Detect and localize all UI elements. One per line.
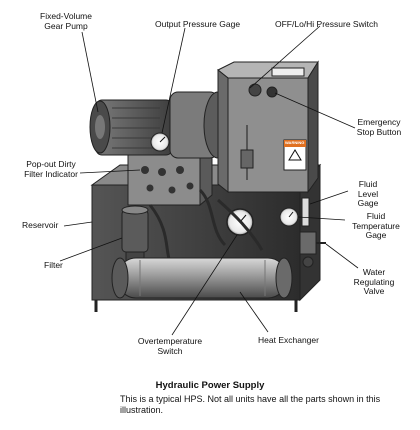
label-pressure-switch: OFF/Lo/Hi Pressure Switch — [275, 19, 378, 29]
warning-sticker — [283, 139, 307, 171]
filter-canister — [121, 205, 149, 263]
heat-exchanger — [111, 257, 293, 299]
label-filter-indicator: Pop-out Dirty Filter Indicator — [12, 159, 90, 179]
label-filter: Filter — [44, 260, 63, 270]
label-gear-pump: Fixed-Volume Gear Pump — [26, 11, 106, 31]
water-regulating-valve — [299, 231, 326, 268]
warning-sticker-text: WARNING — [285, 140, 305, 145]
label-reservoir: Reservoir — [22, 220, 59, 230]
label-water-valve-line2: Regulating — [353, 276, 395, 287]
label-overtemp-line2: Switch — [157, 345, 183, 356]
label-fluid-temperature-gage: Fluid Temperature Gage — [340, 211, 412, 241]
fluid-level-gage — [301, 197, 310, 227]
label-water-valve-line3: Valve — [363, 286, 385, 296]
caption-body: This is a typical HPS. Not all units hav… — [120, 394, 381, 415]
label-gear-pump-line1: Fixed-Volume — [40, 11, 92, 21]
label-fluid-level-line3: Gage — [357, 198, 379, 208]
label-fluid-temp-line3: Gage — [365, 230, 387, 240]
fluid-temperature-gage — [279, 207, 299, 227]
label-fluid-temp-line1: Fluid — [366, 211, 386, 221]
label-emergency-stop-line1: Emergency — [357, 117, 401, 127]
output-pressure-gage — [150, 132, 170, 152]
label-heat-exchanger: Heat Exchanger — [258, 335, 319, 345]
label-water-regulating-valve: Water Regulating Valve — [344, 267, 404, 297]
label-filter-indicator-line1: Pop-out Dirty — [26, 159, 76, 169]
label-output-pressure-gage: Output Pressure Gage — [155, 19, 241, 29]
label-gear-pump-line2: Gear Pump — [44, 20, 88, 31]
leader-lines — [59, 25, 359, 336]
label-fluid-level-gage: Fluid Level Gage — [344, 179, 392, 209]
label-overtemp-line1: Overtemperature — [137, 336, 203, 346]
electrical-control-box — [217, 60, 319, 194]
caption-title: Hydraulic Power Supply — [155, 380, 265, 391]
label-fluid-temp-line2: Temperature — [352, 220, 400, 231]
label-overtemperature-switch: Overtemperature Switch — [122, 336, 218, 356]
label-water-valve-line1: Water — [362, 267, 386, 277]
label-fluid-level-line2: Level — [357, 188, 379, 199]
label-fluid-level-line1: Fluid — [358, 179, 378, 189]
label-emergency-stop-line2: Stop Button — [356, 126, 402, 137]
label-emergency-stop: Emergency Stop Button — [344, 117, 414, 137]
label-filter-indicator-line2: Filter Indicator — [24, 168, 78, 179]
